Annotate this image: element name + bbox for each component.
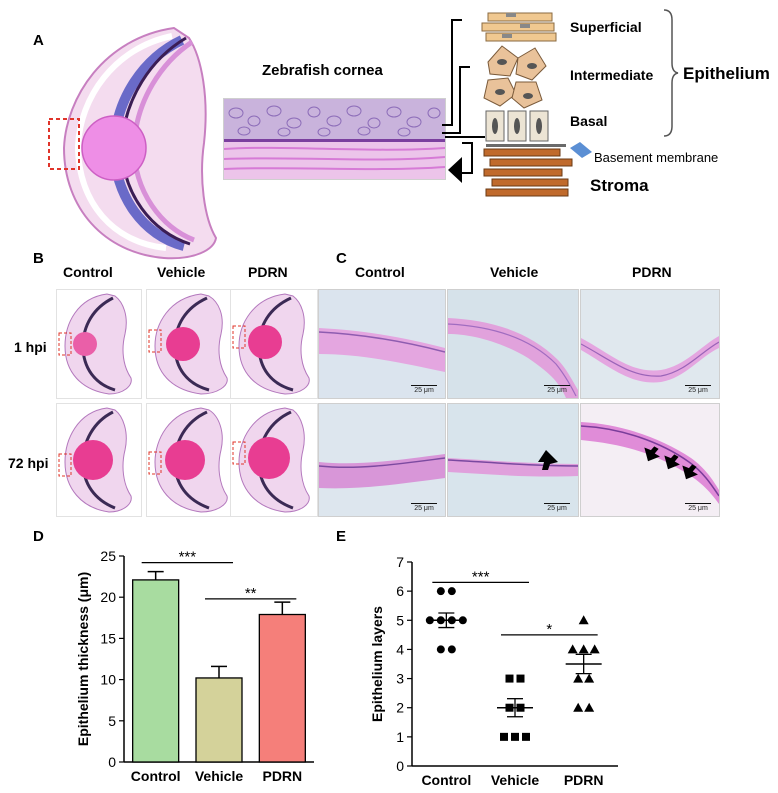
y-tick-label: 20	[100, 589, 116, 605]
arrow-icon	[538, 450, 558, 470]
y-tick-label: 15	[100, 630, 116, 646]
layer-brackets	[442, 19, 485, 183]
scale-bar: 25 μm	[411, 503, 437, 512]
x-tick-label: Control	[421, 772, 471, 788]
arrow-icon	[664, 454, 680, 470]
x-tick-label: Vehicle	[195, 768, 243, 784]
eye-image	[146, 289, 236, 399]
significance-label: **	[245, 585, 257, 602]
basement-label: Basement membrane	[594, 150, 719, 165]
scale-bar: 25 μm	[411, 385, 437, 394]
y-tick-label: 2	[396, 700, 404, 716]
data-point	[447, 645, 456, 654]
significance-label: *	[546, 621, 552, 638]
panel-c-label: C	[336, 250, 347, 267]
arrow-icon	[644, 446, 660, 462]
data-point	[516, 674, 525, 683]
micrograph: 25 μm	[580, 403, 720, 517]
stroma-arrow-icon	[448, 157, 462, 183]
cornea-micrograph	[223, 98, 446, 180]
significance-label: ***	[472, 568, 490, 585]
data-point	[522, 732, 530, 741]
layer-label-intermediate: Intermediate	[570, 67, 654, 83]
panel-d-label: D	[33, 528, 44, 545]
eye-image	[56, 403, 142, 517]
panel-c-col-control: Control	[355, 264, 405, 280]
micrograph: 25 μm	[580, 289, 720, 399]
scale-bar: 25 μm	[544, 385, 570, 394]
bar	[258, 613, 306, 763]
y-tick-label: 6	[396, 583, 404, 599]
epithelium-label: Epithelium	[683, 64, 770, 83]
data-point	[573, 702, 584, 712]
scale-bar: 25 μm	[544, 503, 570, 512]
bar	[132, 579, 180, 763]
panel-b-row-1hpi: 1 hpi	[14, 339, 47, 355]
y-tick-label: 3	[396, 671, 404, 687]
y-tick-label: 5	[396, 612, 404, 628]
scale-bar: 25 μm	[685, 503, 711, 512]
panel-b-col-pdrn: PDRN	[248, 264, 288, 280]
eye-image	[56, 289, 142, 399]
y-tick-label: 1	[396, 729, 404, 745]
panel-b-col-vehicle: Vehicle	[157, 264, 206, 280]
y-tick-label: 7	[396, 554, 404, 570]
data-point	[500, 732, 508, 741]
y-tick-label: 5	[108, 713, 116, 729]
eye-image	[146, 403, 236, 517]
x-tick-label: Vehicle	[491, 772, 539, 788]
y-axis-label: Epithelium layers	[372, 606, 385, 722]
data-point	[584, 702, 595, 712]
epithelium-brace	[663, 9, 679, 137]
micrograph: 25 μm	[447, 289, 579, 399]
y-axis-label: Epithelium thickness (μm)	[75, 572, 91, 746]
y-tick-label: 25	[100, 548, 116, 564]
data-point	[436, 587, 445, 596]
data-point	[436, 645, 445, 654]
epithelium-schematic	[481, 12, 573, 197]
y-tick-label: 4	[396, 641, 404, 657]
eye-section-image	[48, 26, 218, 260]
layer-label-superficial: Superficial	[570, 19, 642, 35]
x-tick-label: PDRN	[564, 772, 604, 788]
arrow-icon	[682, 464, 698, 480]
data-point	[447, 587, 456, 596]
stroma-label: Stroma	[590, 176, 649, 195]
layer-label-basal: Basal	[570, 113, 608, 129]
panel-c-col-pdrn: PDRN	[632, 264, 672, 280]
panel-e-label: E	[336, 528, 347, 545]
scale-bar: 25 μm	[685, 385, 711, 394]
data-point	[505, 674, 514, 683]
y-tick-label: 0	[108, 754, 116, 770]
eye-image	[230, 403, 318, 517]
significance-label: ***	[179, 549, 197, 566]
data-point	[511, 732, 519, 741]
data-point	[567, 644, 578, 654]
bar	[195, 677, 243, 763]
panel-c-col-vehicle: Vehicle	[490, 264, 539, 280]
panel-a-label: A	[33, 32, 44, 49]
panel-b-row-72hpi: 72 hpi	[8, 455, 49, 471]
panel-b-label: B	[33, 250, 44, 267]
roi-box	[48, 118, 80, 170]
data-point	[589, 644, 600, 654]
x-tick-label: PDRN	[262, 768, 302, 784]
data-point	[578, 615, 589, 625]
y-tick-label: 0	[396, 758, 404, 774]
eye-image	[230, 289, 318, 399]
data-point	[578, 644, 589, 654]
y-tick-label: 10	[100, 672, 116, 688]
data-point	[573, 673, 584, 683]
micrograph: 25 μm	[447, 403, 579, 517]
x-tick-label: Control	[131, 768, 181, 784]
cornea-title: Zebrafish cornea	[262, 62, 383, 79]
data-point	[584, 673, 595, 683]
basement-arrow-icon	[570, 142, 592, 158]
micrograph: 25 μm	[318, 403, 446, 517]
panel-b-col-control: Control	[63, 264, 113, 280]
micrograph: 25 μm	[318, 289, 446, 399]
